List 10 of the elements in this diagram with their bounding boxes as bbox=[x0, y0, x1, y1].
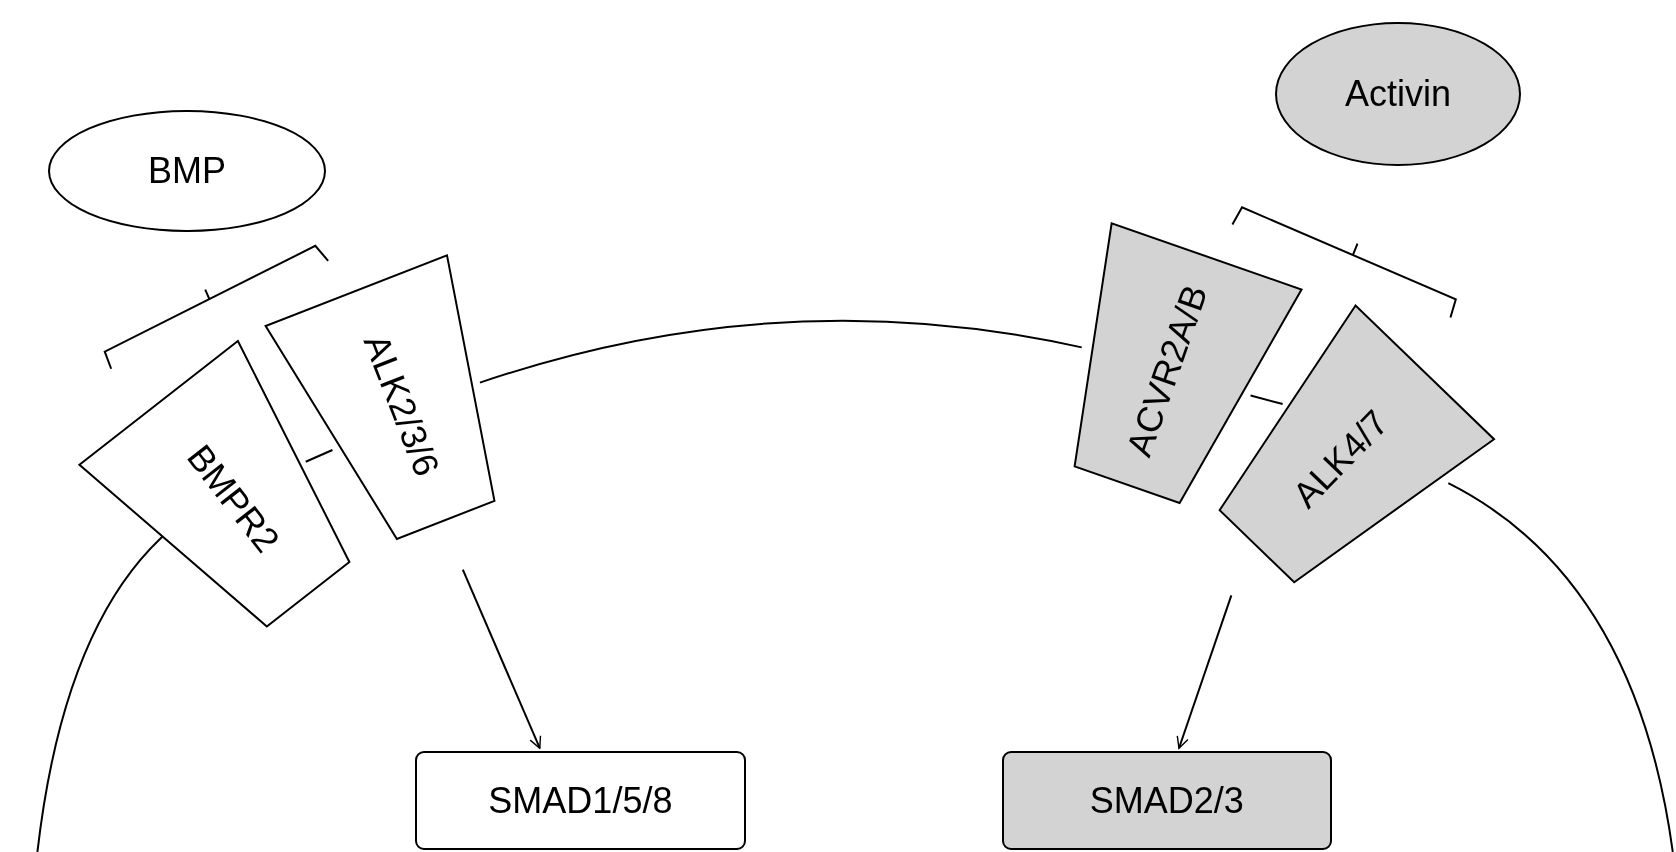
node-label: BMP bbox=[148, 150, 227, 192]
node-label: SMAD1/5/8 bbox=[488, 779, 673, 822]
node-label: Activin bbox=[1345, 73, 1452, 116]
connector-line bbox=[304, 449, 334, 463]
arrow bbox=[1176, 594, 1233, 750]
node-label: SMAD2/3 bbox=[1089, 779, 1244, 822]
protein-box bbox=[1001, 751, 1332, 850]
arrow bbox=[461, 568, 542, 750]
protein-box bbox=[414, 751, 747, 850]
connector-line bbox=[1249, 394, 1284, 406]
